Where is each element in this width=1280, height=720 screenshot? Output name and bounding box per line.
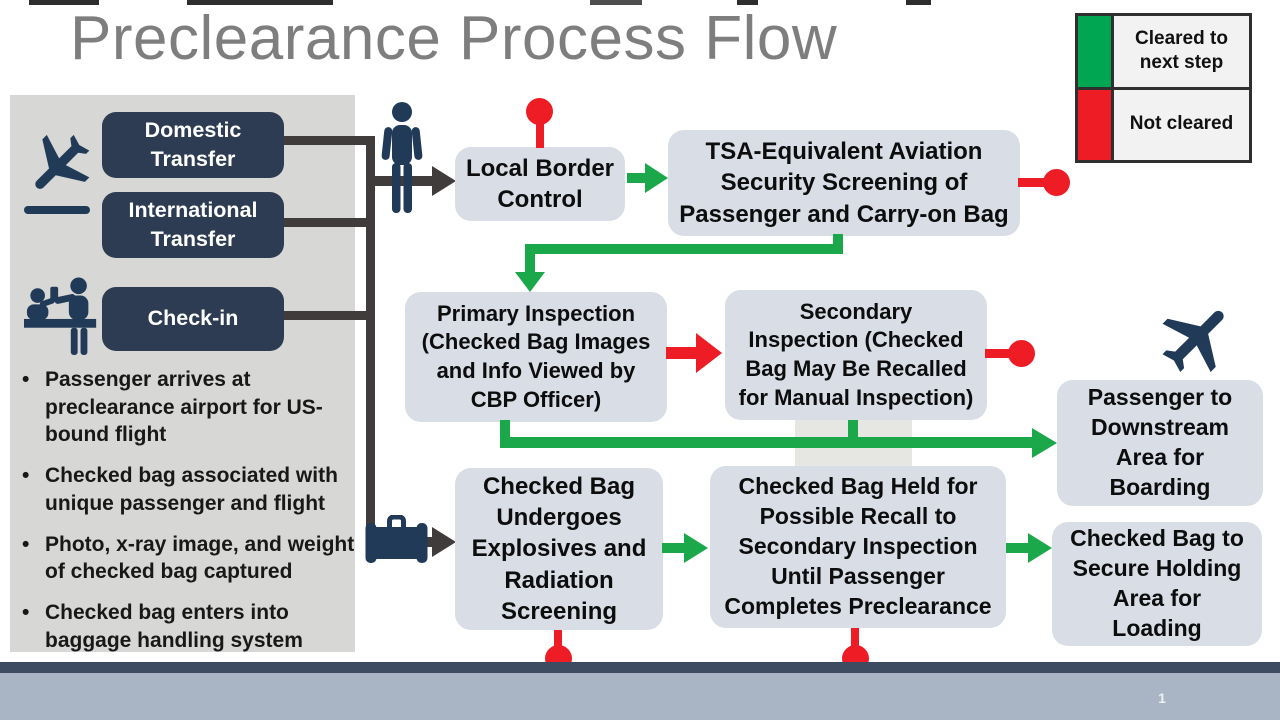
green-elbow-tsa-down bbox=[833, 234, 843, 248]
top-edge-artifact bbox=[187, 0, 333, 5]
green-stub-primary bbox=[500, 420, 510, 442]
sidebar-bullet-list: Passenger arrives at preclearance airpor… bbox=[22, 366, 355, 667]
bullet-text: Photo, x-ray image, and weight of checke… bbox=[45, 532, 355, 584]
check-in-desk-icon bbox=[24, 276, 102, 363]
green-arrow-primary-head bbox=[515, 272, 545, 292]
entry-box-international-transfer: International Transfer bbox=[102, 192, 284, 258]
footer-divider bbox=[0, 662, 1280, 673]
top-edge-artifact bbox=[906, 0, 931, 5]
node-secondary-inspection: Secondary Inspection (Checked Bag May Be… bbox=[725, 290, 987, 420]
bullet-text: Passenger arrives at preclearance airpor… bbox=[45, 368, 323, 447]
legend-label-not-cleared: Not cleared bbox=[1129, 113, 1234, 135]
plane-landing-icon bbox=[20, 126, 96, 202]
connector-checkin bbox=[284, 311, 374, 320]
green-arrow-bagsecure-shaft bbox=[1006, 543, 1030, 553]
connector-vertical bbox=[366, 136, 375, 548]
red-pin-secondary-stem bbox=[985, 349, 1013, 358]
legend-label-cleared: Cleared to next step bbox=[1135, 27, 1228, 74]
red-pin-bagheld-stem bbox=[851, 628, 859, 648]
top-edge-artifact bbox=[590, 0, 642, 5]
green-arrow-bagsecure-head bbox=[1028, 533, 1052, 563]
luggage-icon bbox=[365, 514, 428, 572]
red-arrow-secondary-head bbox=[696, 333, 722, 373]
legend-row-cleared: Cleared to next step bbox=[1078, 16, 1249, 87]
legend-swatch-green bbox=[1078, 16, 1114, 87]
red-pin-secondary-dot bbox=[1008, 340, 1035, 367]
green-elbow-horizontal bbox=[525, 244, 843, 254]
green-arrow-lbc-tsa-shaft bbox=[627, 173, 647, 183]
legend-swatch-red bbox=[1078, 89, 1114, 160]
red-pin-tsa-stem bbox=[1018, 178, 1046, 187]
entry-box-check-in: Check-in bbox=[102, 287, 284, 351]
green-stub-secondary bbox=[848, 420, 858, 442]
connector-domestic bbox=[284, 136, 374, 145]
red-pin-lbc-dot bbox=[526, 98, 553, 125]
red-arrow-secondary-shaft bbox=[666, 347, 698, 359]
passenger-icon bbox=[380, 101, 424, 220]
node-local-border-control: Local Border Control bbox=[455, 147, 625, 221]
red-pin-bagscreen-stem bbox=[554, 630, 562, 650]
bullet-text: Checked bag enters into baggage handling… bbox=[45, 601, 303, 652]
arrow-to-border-control-head bbox=[432, 166, 456, 196]
top-edge-artifact bbox=[737, 0, 758, 5]
green-arrow-lbc-tsa-head bbox=[645, 163, 668, 193]
arrow-to-border-control-shaft bbox=[370, 176, 434, 186]
page-number: 1 bbox=[1158, 690, 1166, 706]
green-line-to-boarding bbox=[500, 437, 1034, 448]
node-tsa-screening: TSA-Equivalent Aviation Security Screeni… bbox=[668, 130, 1020, 236]
entry-box-domestic-transfer: Domestic Transfer bbox=[102, 112, 284, 178]
node-bag-held: Checked Bag Held for Possible Recall to … bbox=[710, 466, 1006, 628]
bullet-text: Checked bag associated with unique passe… bbox=[45, 464, 338, 515]
bullet-item: Checked bag enters into baggage handling… bbox=[22, 599, 355, 654]
red-pin-lbc-stem bbox=[536, 118, 544, 148]
red-pin-tsa-dot bbox=[1043, 169, 1070, 196]
bullet-item: Photo, x-ray image, and weight of checke… bbox=[22, 531, 355, 586]
node-primary-inspection: Primary Inspection (Checked Bag Images a… bbox=[405, 292, 667, 422]
bullet-item: Passenger arrives at preclearance airpor… bbox=[22, 366, 355, 449]
plane-takeoff-icon bbox=[1152, 296, 1244, 382]
connector-international bbox=[284, 218, 374, 227]
legend: Cleared to next step Not cleared bbox=[1075, 13, 1252, 163]
legend-row-not-cleared: Not cleared bbox=[1078, 86, 1249, 160]
arrow-to-bag-screening-head bbox=[432, 527, 456, 557]
green-arrow-boarding-head bbox=[1032, 428, 1057, 458]
green-elbow-down bbox=[525, 252, 535, 274]
footer-bar bbox=[0, 673, 1280, 720]
bullet-item: Checked bag associated with unique passe… bbox=[22, 462, 355, 517]
node-passenger-downstream: Passenger to Downstream Area for Boardin… bbox=[1057, 380, 1263, 506]
runway-line bbox=[24, 206, 90, 214]
node-bag-secure-holding: Checked Bag to Secure Holding Area for L… bbox=[1052, 522, 1262, 646]
node-bag-screening: Checked Bag Undergoes Explosives and Rad… bbox=[455, 468, 663, 630]
page-title: Preclearance Process Flow bbox=[70, 4, 838, 73]
top-edge-artifact bbox=[29, 0, 99, 5]
green-arrow-bagheld-head bbox=[684, 533, 708, 563]
green-arrow-bagheld-shaft bbox=[662, 543, 686, 553]
